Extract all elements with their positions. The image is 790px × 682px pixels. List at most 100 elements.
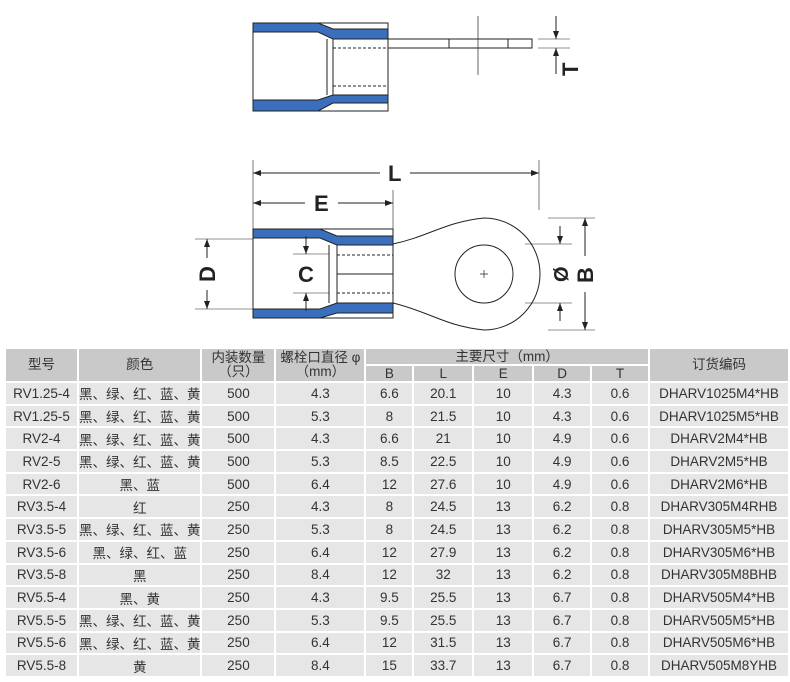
cell-D: 4.3	[532, 381, 593, 406]
cell-L: 25.5	[412, 585, 475, 610]
cell-color: 黑、绿、红、蓝、黄	[76, 607, 203, 633]
header-qty-label: 内装数量	[211, 350, 266, 365]
cell-L: 24.5	[412, 517, 475, 542]
cell-E: 13	[472, 517, 535, 542]
cell-bolt: 5.3	[274, 403, 367, 429]
cell-B: 8	[364, 494, 415, 520]
cell-qty: 500	[200, 403, 277, 429]
cell-qty: 250	[200, 517, 277, 542]
cell-bolt: 8.4	[274, 562, 367, 588]
cell-D: 4.9	[532, 471, 593, 497]
cell-E: 13	[472, 607, 535, 633]
cell-model: RV2-4	[4, 426, 79, 452]
cell-T: 0.8	[590, 607, 650, 633]
header-color: 颜色	[76, 347, 203, 383]
header-L: L	[412, 364, 475, 383]
cell-color: 黑、绿、红、蓝、黄	[76, 449, 203, 474]
cell-D: 4.9	[532, 449, 593, 474]
cell-model: RV3.5-4	[4, 494, 79, 520]
cell-code: DHARV505M8YHB	[647, 653, 790, 678]
dim-label-D: D	[195, 266, 220, 282]
cell-code: DHARV305M4RHB	[647, 494, 790, 520]
cell-code: DHARV2M5*HB	[647, 449, 790, 474]
cell-T: 0.6	[590, 403, 650, 429]
cell-L: 32	[412, 562, 475, 588]
header-model: 型号	[4, 347, 79, 383]
dim-label-L: L	[388, 161, 401, 186]
cell-qty: 250	[200, 630, 277, 656]
cell-color: 黑、绿、红、蓝、黄	[76, 517, 203, 542]
header-T: T	[590, 364, 650, 383]
cell-B: 12	[364, 471, 415, 497]
cell-color: 黑、绿、红、蓝、黄	[76, 426, 203, 452]
front-view	[195, 160, 595, 331]
cell-color: 黑、黄	[76, 585, 203, 610]
cell-E: 10	[472, 449, 535, 474]
dim-label-E: E	[314, 191, 329, 216]
header-qty: 内装数量（只）	[200, 347, 277, 383]
cell-B: 8	[364, 403, 415, 429]
cell-model: RV5.5-6	[4, 630, 79, 656]
header-B: B	[364, 364, 415, 383]
cell-qty: 250	[200, 562, 277, 588]
cell-color: 黄	[76, 653, 203, 678]
cell-D: 6.2	[532, 517, 593, 542]
header-E: E	[472, 364, 535, 383]
header-qty-unit: （只）	[218, 364, 259, 379]
cell-D: 6.7	[532, 653, 593, 678]
cell-T: 0.6	[590, 426, 650, 452]
cell-T: 0.6	[590, 471, 650, 497]
cell-B: 8.5	[364, 449, 415, 474]
cell-T: 0.8	[590, 539, 650, 565]
cell-code: DHARV1025M5*HB	[647, 403, 790, 429]
cell-B: 15	[364, 653, 415, 678]
header-bolt-unit: （mm）	[295, 364, 346, 379]
header-dims: 主要尺寸（mm）	[364, 347, 650, 366]
cell-model: RV5.5-4	[4, 585, 79, 610]
header-bolt: 螺栓口直径 φ（mm）	[274, 347, 367, 383]
cell-qty: 250	[200, 653, 277, 678]
cell-qty: 500	[200, 449, 277, 474]
cell-model: RV3.5-6	[4, 539, 79, 565]
cell-B: 12	[364, 539, 415, 565]
cell-L: 21.5	[412, 403, 475, 429]
cell-code: DHARV305M5*HB	[647, 517, 790, 542]
cell-bolt: 5.3	[274, 449, 367, 474]
cell-bolt: 4.3	[274, 585, 367, 610]
cell-code: DHARV505M6*HB	[647, 630, 790, 656]
cell-color: 黑、蓝	[76, 471, 203, 497]
cell-E: 13	[472, 539, 535, 565]
cell-qty: 250	[200, 539, 277, 565]
cell-B: 8	[364, 517, 415, 542]
cell-E: 13	[472, 585, 535, 610]
cell-D: 6.7	[532, 585, 593, 610]
header-D: D	[532, 364, 593, 383]
cell-D: 4.9	[532, 426, 593, 452]
cell-bolt: 6.4	[274, 471, 367, 497]
cell-color: 黑、绿、红、蓝、黄	[76, 381, 203, 406]
cell-L: 31.5	[412, 630, 475, 656]
cell-bolt: 6.4	[274, 539, 367, 565]
cell-model: RV2-6	[4, 471, 79, 497]
side-view	[252, 16, 570, 112]
cell-T: 0.8	[590, 630, 650, 656]
cell-color: 黑、绿、红、蓝、黄	[76, 630, 203, 656]
spec-table: 型号 颜色 内装数量（只） 螺栓口直径 φ（mm） 主要尺寸（mm） 订货编码 …	[4, 347, 790, 678]
cell-bolt: 5.3	[274, 607, 367, 633]
cell-qty: 500	[200, 381, 277, 406]
cell-E: 13	[472, 562, 535, 588]
cell-B: 9.5	[364, 607, 415, 633]
cell-qty: 250	[200, 494, 277, 520]
cell-B: 12	[364, 630, 415, 656]
cell-code: DHARV2M6*HB	[647, 471, 790, 497]
cell-model: RV5.5-5	[4, 607, 79, 633]
cell-code: DHARV2M4*HB	[647, 426, 790, 452]
